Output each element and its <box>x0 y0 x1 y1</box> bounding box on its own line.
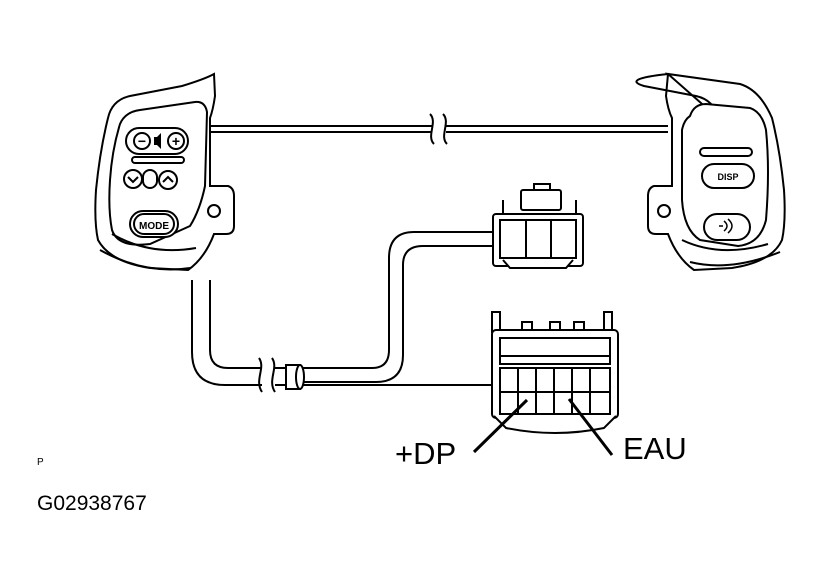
top-wire-break-2 <box>442 113 448 145</box>
small-connector <box>492 183 584 269</box>
volume-minus-label: − <box>138 133 146 149</box>
large-connector <box>491 311 619 434</box>
disp-button-label: DISP <box>717 172 738 182</box>
left-steering-switch: − + MODE <box>94 72 235 272</box>
harness-break-2 <box>271 357 276 393</box>
leader-lines <box>472 398 614 456</box>
leader-dp <box>472 398 529 454</box>
harness-break-1 <box>258 357 263 393</box>
figure-id: G02938767 <box>37 492 147 515</box>
voice-icon <box>719 218 733 234</box>
disp-button <box>701 163 755 189</box>
speaker-icon <box>154 133 161 149</box>
harness-tube <box>285 364 305 390</box>
branch-wire-outer <box>300 231 493 369</box>
mode-button-label: MODE <box>139 221 169 232</box>
volume-plus-label: + <box>172 133 180 149</box>
volume-minus-button <box>133 132 151 150</box>
harness-inner <box>209 280 262 369</box>
volume-plus-button <box>167 132 185 150</box>
corner-mark: P <box>37 457 44 468</box>
seek-down-button <box>123 169 143 189</box>
chevron-up-icon <box>162 175 174 183</box>
branch-wire-inner <box>300 245 493 383</box>
pin-label-eau: EAU <box>623 431 687 466</box>
harness-outer <box>191 280 262 386</box>
pin-label-dp: +DP <box>395 436 457 471</box>
leader-eau <box>567 398 614 456</box>
chevron-down-icon <box>127 176 139 184</box>
harness-wires <box>191 113 668 393</box>
seek-up-button <box>158 170 178 190</box>
right-steering-switch: DISP <box>635 72 786 272</box>
top-wire-break-1 <box>429 113 435 145</box>
